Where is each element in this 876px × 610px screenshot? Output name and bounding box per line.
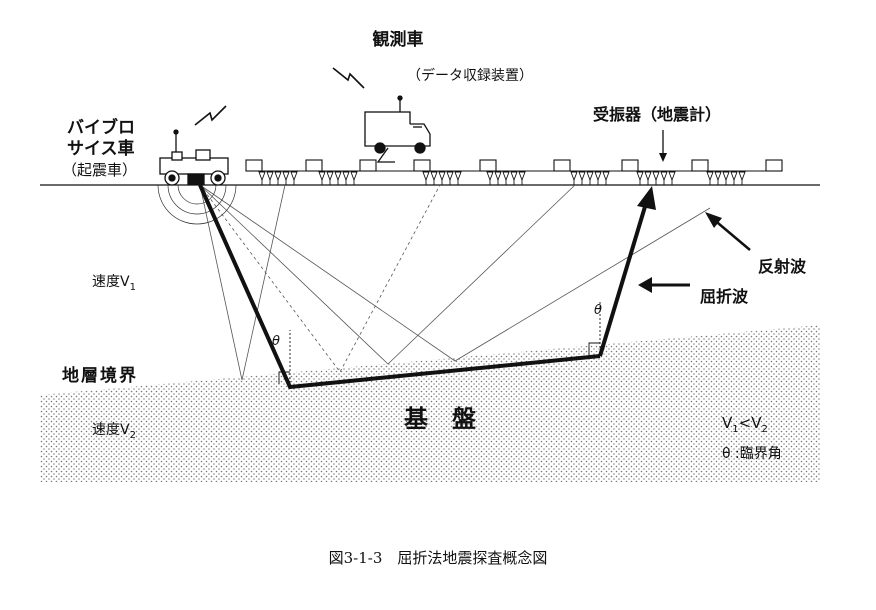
critical-angle-left xyxy=(278,330,291,387)
geophone-icon xyxy=(318,171,326,182)
geophone-icon xyxy=(586,171,594,182)
geophone-icon xyxy=(714,171,722,182)
cable-box xyxy=(553,159,571,172)
geophone-icon xyxy=(258,171,266,182)
geophone-icon xyxy=(502,171,510,182)
geophone-icon xyxy=(342,171,350,182)
refracted-wave-label: 屈折波 xyxy=(700,287,749,306)
geophone-icon xyxy=(602,171,610,182)
geophone-icon xyxy=(334,171,342,182)
cable-box xyxy=(413,159,431,172)
vibroseis-truck-icon xyxy=(159,129,229,186)
geophone-icon xyxy=(722,171,730,182)
velocity-relation-label: V1<V2 xyxy=(722,414,768,435)
geophone-icon xyxy=(738,171,746,182)
geophone-icon xyxy=(636,171,644,182)
geophone-icon xyxy=(578,171,586,182)
geophone-pointer-head xyxy=(659,153,667,162)
geophone-icon xyxy=(290,171,298,182)
cable-box xyxy=(765,159,783,172)
basement-label: 基 盤 xyxy=(404,405,477,433)
cable-box xyxy=(305,159,323,172)
geophone-label: 受振器（地震計） xyxy=(593,105,721,124)
geophone-array xyxy=(245,159,783,185)
geophone-icon xyxy=(454,171,462,182)
geophone-icon xyxy=(422,171,430,182)
refracted-wave-pointer-head xyxy=(638,277,652,293)
layer-boundary-label: 地層境界 xyxy=(62,365,138,386)
reflected-wave-pointer xyxy=(711,217,751,251)
data-recorder-label: （データ収録装置） xyxy=(407,67,533,84)
basement-region xyxy=(40,325,820,482)
geophone-icon xyxy=(594,171,602,182)
geophone-icon xyxy=(510,171,518,182)
radio-signal-icon xyxy=(332,67,365,89)
cable-box xyxy=(359,159,377,172)
source-vibration-rings xyxy=(157,184,237,225)
geophone-icon xyxy=(326,171,334,182)
velocity-1-label: 速度V1 xyxy=(92,274,136,293)
geophone-icon xyxy=(350,171,358,182)
geophone-icon xyxy=(274,171,282,182)
geophone-icon xyxy=(438,171,446,182)
refracted-wave-arrowhead xyxy=(637,186,656,210)
cable-box xyxy=(621,159,639,172)
geophone-icon xyxy=(518,171,526,182)
observation-vehicle-label: 観測車 xyxy=(373,29,424,50)
vibroseis-radio-signal-icon xyxy=(194,105,227,126)
cable-box xyxy=(245,159,263,172)
cable-box xyxy=(691,159,709,172)
geophone-icon xyxy=(486,171,494,182)
cable-box xyxy=(479,159,497,172)
geophone-icon xyxy=(282,171,290,182)
critical-angle-right xyxy=(588,300,601,356)
geophone-icon xyxy=(266,171,274,182)
theta-right-label: θ xyxy=(594,303,602,318)
theta-left-label: θ xyxy=(272,334,280,349)
figure-caption: 図3-1-3 屈折法地震探査概念図 xyxy=(329,549,548,567)
geophone-icon xyxy=(570,171,578,182)
refracted-wave-up xyxy=(598,199,649,357)
geophone-icon xyxy=(494,171,502,182)
geophone-icon xyxy=(668,171,676,182)
reflected-ray-paths xyxy=(199,184,711,381)
geophone-icon xyxy=(730,171,738,182)
geophone-icon xyxy=(446,171,454,182)
critical-angle-legend: θ :臨界角 xyxy=(722,446,782,462)
geophone-icon xyxy=(644,171,652,182)
vibroseis-label-line2: サイス車 xyxy=(67,138,135,159)
vibroseis-label-line1: バイブロ xyxy=(67,117,135,138)
geophone-icon xyxy=(660,171,668,182)
velocity-2-label: 速度V2 xyxy=(92,422,136,441)
geophone-icon xyxy=(652,171,660,182)
reflected-wave-pointer-head xyxy=(705,212,722,228)
vibroseis-label-line3: （起震車） xyxy=(62,161,137,179)
reflected-wave-label: 反射波 xyxy=(758,257,807,276)
geophone-icon xyxy=(430,171,438,182)
observation-truck-icon xyxy=(364,95,431,163)
geophone-icon xyxy=(706,171,714,182)
